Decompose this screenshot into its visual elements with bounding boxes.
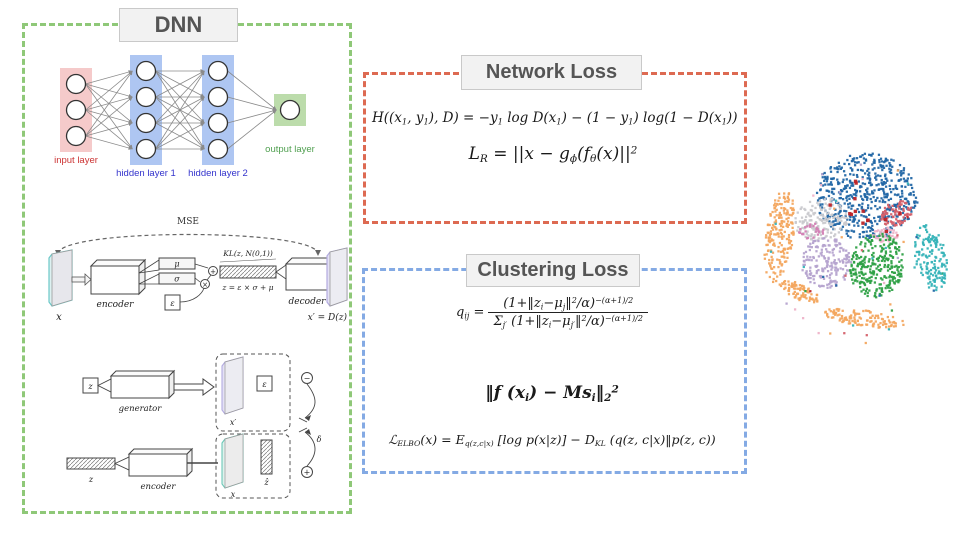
elbo-equation: ℒELBO(x) = Eq(z,c|x) [log p(x|z)] − DKL …	[388, 432, 716, 449]
gan-plus-label: +	[304, 468, 311, 477]
reconstruction-loss-equation: LR = ||x − gϕ(fθ(x)||2	[468, 144, 638, 165]
nn-layer-label: hidden layer 2	[188, 168, 248, 179]
gan-z2-label: z	[88, 475, 94, 484]
gan-z-label: z	[87, 382, 93, 391]
gan-x-label: x	[231, 490, 236, 499]
neural-network-diagram: input layer hidden layer 1 hidden layer 2 o…	[54, 55, 315, 179]
vae-x-label: x	[56, 312, 62, 323]
nn-layer-label: hidden layer 1	[116, 168, 176, 179]
gan-xprime-label: x′	[230, 418, 237, 427]
svg-text:×: ×	[202, 281, 208, 289]
vae-mu-label: μ	[174, 260, 179, 269]
nn-layer-label: input layer	[54, 155, 98, 166]
mse-arc	[57, 233, 319, 255]
vae-sigma-label: σ	[174, 275, 180, 284]
vae-kl-label: KL(z, N(0,1))	[222, 249, 273, 258]
gan-eps-label: ε	[262, 380, 266, 389]
gan-minus-label: −	[304, 374, 311, 383]
vae-encoder-label: encoder	[97, 300, 135, 310]
svg-text:+: +	[210, 268, 216, 276]
gan-generator-label: generator	[119, 404, 163, 414]
gan-delta-label: δ	[317, 435, 322, 444]
vae-eps-label: ε	[170, 299, 174, 308]
gan-encoder-label: encoder	[141, 482, 177, 492]
dnn-panel-title: DNN	[119, 8, 238, 42]
gan-diagram: z generator x′ ε − z encoder x ẑ +	[66, 353, 322, 499]
vae-decoder-label: decoder	[289, 297, 327, 307]
tsne-scatter	[763, 152, 949, 345]
vae-zeq-label: z = ε × σ + μ	[221, 283, 273, 292]
vae-diagram: MSE x encoder μ σ ε × + KL(z	[48, 217, 348, 323]
vae-xprime-label: x′ = D(z)	[308, 312, 348, 323]
gan-zhat-label: ẑ	[263, 478, 269, 487]
network-loss-title: Network Loss	[461, 55, 642, 90]
soft-assignment-equation: qij = (1+‖zi−μj‖2/α)−(α+1)/2 Σj′ (1+‖zi−…	[372, 296, 732, 330]
clustering-loss-title: Clustering Loss	[466, 254, 640, 287]
kmeans-loss-equation: ‖f (xi) − Msi‖22	[485, 383, 619, 404]
nn-layer-label: output layer	[265, 144, 315, 155]
cross-entropy-equation: H((x1, y1), D) = −y1 log D(x1) − (1 − y1…	[372, 110, 738, 127]
mse-label: MSE	[177, 217, 199, 227]
